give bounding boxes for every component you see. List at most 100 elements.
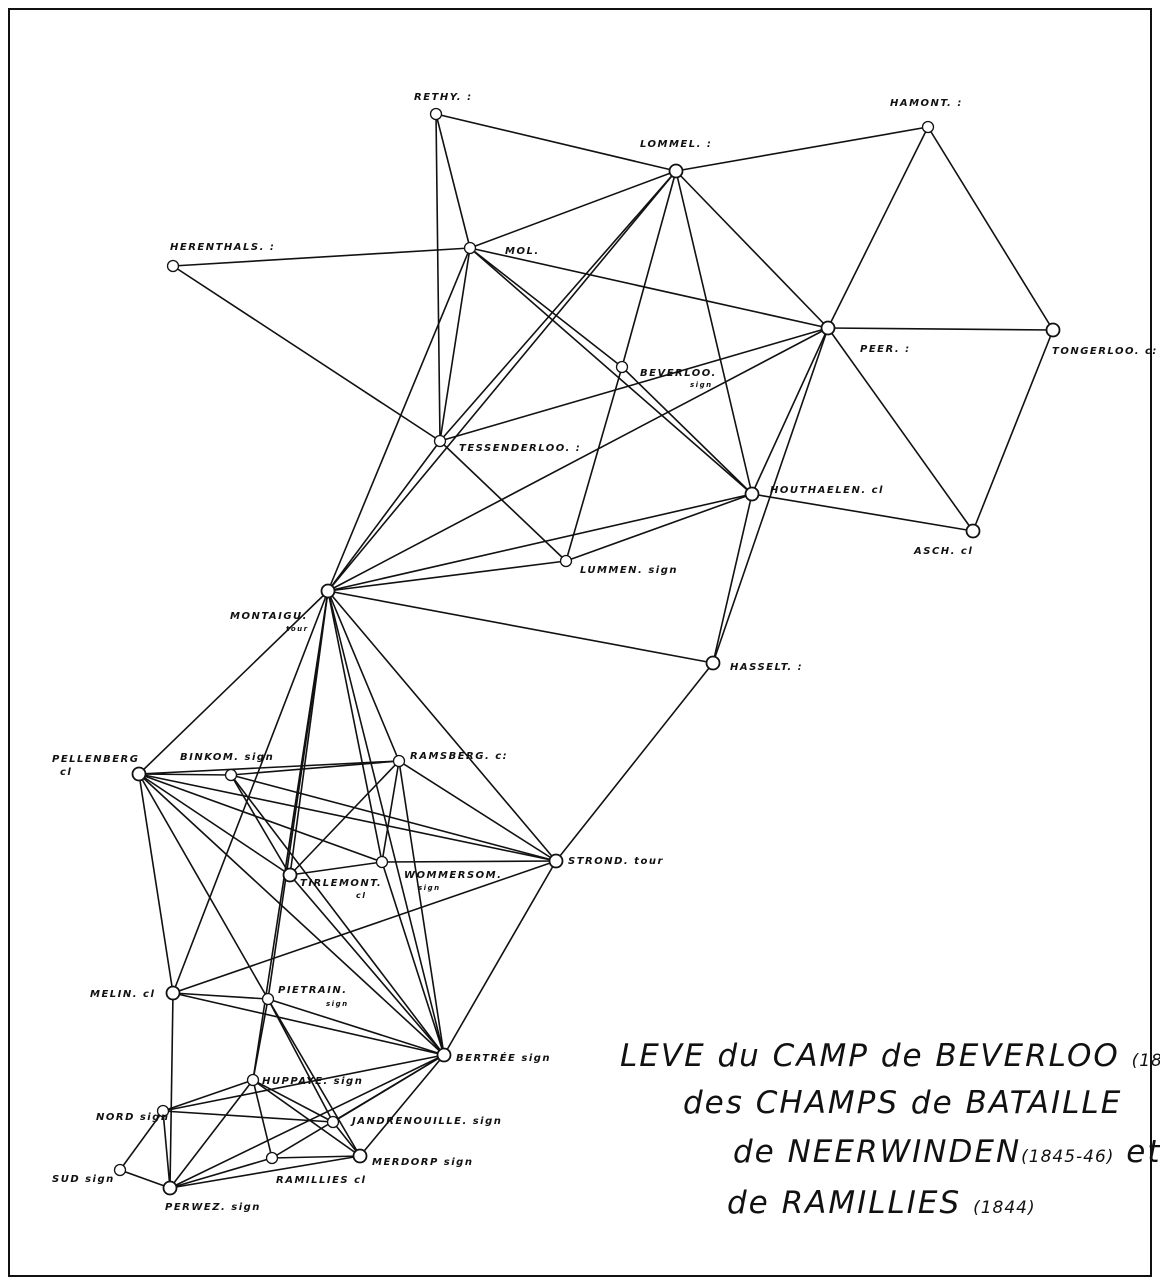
line-mol-beverloo (469, 247, 623, 368)
line-bertree-nord (162, 1054, 445, 1112)
label-herenthals: HERENTHALS. : (170, 242, 275, 253)
line-peer-hasselt (712, 327, 829, 664)
line-montaigu-wommersom (327, 590, 383, 863)
line-lommel-beverloo (621, 170, 677, 368)
label-wommersom-sub: sign (418, 884, 441, 892)
line-bertree-jandrenouille (332, 1054, 445, 1123)
line-hasselt-strond (555, 662, 714, 862)
line-pietrain-huppaye (252, 998, 269, 1081)
line-lommel-mol (469, 170, 677, 249)
station-hamont (921, 120, 935, 134)
line-pellenberg-tirlemont (138, 773, 291, 876)
label-montaigu: MONTAIGU. (230, 611, 308, 622)
label-pellenberg-sub: cl (60, 767, 72, 778)
line-rethy-mol (435, 113, 471, 249)
station-tessenderloo (433, 434, 447, 448)
label-tirlemont-sub: cl (356, 891, 366, 900)
line-huppaye-merdorp (252, 1079, 361, 1157)
label-rethy: RETHY. : (414, 92, 473, 103)
line-herenthals-tessenderloo (172, 265, 441, 442)
line-lommel-tessenderloo (439, 170, 677, 442)
station-tongerloo (1045, 322, 1061, 338)
station-tirlemont (282, 867, 298, 883)
label-melin: MELIN. cl (90, 989, 155, 1000)
line-ramsberg-tirlemont (289, 760, 400, 876)
line-perwez-merdorp (169, 1155, 361, 1189)
station-houthaelen (744, 486, 760, 502)
label-sud: SUD sign (52, 1174, 115, 1185)
label-strond: STROND. tour (568, 856, 664, 867)
line-peer-montaigu (327, 327, 829, 592)
label-tongerloo: TONGERLOO. c: (1052, 346, 1158, 357)
line-melin-perwez (169, 992, 174, 1189)
label-lommel: LOMMEL. : (640, 139, 712, 150)
line-hamont-tongerloo (927, 126, 1054, 331)
line-hamont-peer (827, 126, 929, 329)
station-jandrenouille (326, 1115, 340, 1129)
title-line-1: LEVE du CAMP de BEVERLOO (1847) (620, 1038, 1160, 1074)
station-hasselt (705, 655, 721, 671)
station-strond (548, 853, 564, 869)
title-line-2: des CHAMPS de BATAILLE (683, 1085, 1122, 1121)
line-montaigu-ramsberg (327, 590, 400, 762)
label-peer: PEER. : (860, 344, 911, 355)
station-lummen (559, 554, 573, 568)
label-nord: NORD sign (96, 1112, 170, 1123)
line-binkom-tirlemont (230, 774, 291, 876)
label-houthaelen: HOUTHAELEN. cl (770, 485, 884, 496)
label-mol: MOL. (505, 246, 540, 257)
line-melin-bertree (172, 992, 445, 1056)
line-houthaelen-lummen (565, 493, 753, 562)
station-rethy (429, 107, 443, 121)
line-mol-montaigu (327, 247, 471, 592)
label-beverloo-sub: sign (690, 381, 713, 389)
line-strond-bertree (443, 860, 557, 1056)
station-bertree (436, 1047, 452, 1063)
line-binkom-strond (230, 774, 557, 862)
label-lummen: LUMMEN. sign (580, 565, 678, 576)
map-title: LEVE du CAMP de BEVERLOO (1847) des CHAM… (620, 1038, 1160, 1221)
line-tessenderloo-montaigu (327, 440, 441, 592)
line-peer-tongerloo (827, 327, 1054, 331)
line-tessenderloo-lummen (439, 440, 567, 562)
label-hamont: HAMONT. : (890, 98, 963, 109)
label-montaigu-sub: tour (286, 625, 309, 633)
station-nord (156, 1104, 170, 1118)
line-mol-peer (469, 247, 829, 329)
line-ramsberg-wommersom (381, 760, 400, 863)
line-peer-tessenderloo (439, 327, 829, 442)
line-binkom-ramsberg (230, 760, 400, 776)
station-herenthals (166, 259, 180, 273)
line-ramsberg-strond (398, 760, 557, 862)
line-pietrain-jandrenouille (267, 998, 334, 1123)
line-lommel-hamont (675, 126, 929, 172)
label-huppaye: HUPPAYE. sign (262, 1076, 363, 1087)
line-pietrain-bertree (267, 998, 445, 1056)
line-perwez-ramillies (169, 1157, 273, 1189)
line-sud-perwez (119, 1169, 171, 1189)
line-pellenberg-bertree (138, 773, 445, 1056)
line-pellenberg-melin (138, 773, 174, 994)
line-lommel-houthaelen (675, 170, 753, 495)
label-hasselt: HASSELT. : (730, 662, 803, 673)
label-bertree: BERTRÉE sign (456, 1051, 551, 1064)
line-montaigu-melin (172, 590, 329, 994)
label-pietrain: PIETRAIN. (278, 985, 348, 996)
station-lommel (668, 163, 684, 179)
label-beverloo: BEVERLOO. (640, 368, 717, 379)
station-ramsberg (392, 754, 406, 768)
line-mol-houthaelen (469, 247, 753, 495)
station-pellenberg (131, 766, 147, 782)
label-tirlemont: TIRLEMONT. (300, 878, 382, 889)
station-asch (965, 523, 981, 539)
line-nord-sud (119, 1110, 164, 1171)
labels: RETHY. : HAMONT. : LOMMEL. : MOL. HERENT… (52, 92, 1158, 1213)
line-houthaelen-hasselt (712, 493, 753, 664)
label-ramillies: RAMILLIES cl (276, 1175, 366, 1186)
line-houthaelen-montaigu (327, 493, 753, 592)
line-pellenberg-ramsberg (138, 760, 400, 775)
line-tirlemont-bertree (289, 874, 445, 1056)
line-wommersom-bertree (381, 861, 445, 1056)
line-tirlemont-wommersom (289, 861, 383, 876)
